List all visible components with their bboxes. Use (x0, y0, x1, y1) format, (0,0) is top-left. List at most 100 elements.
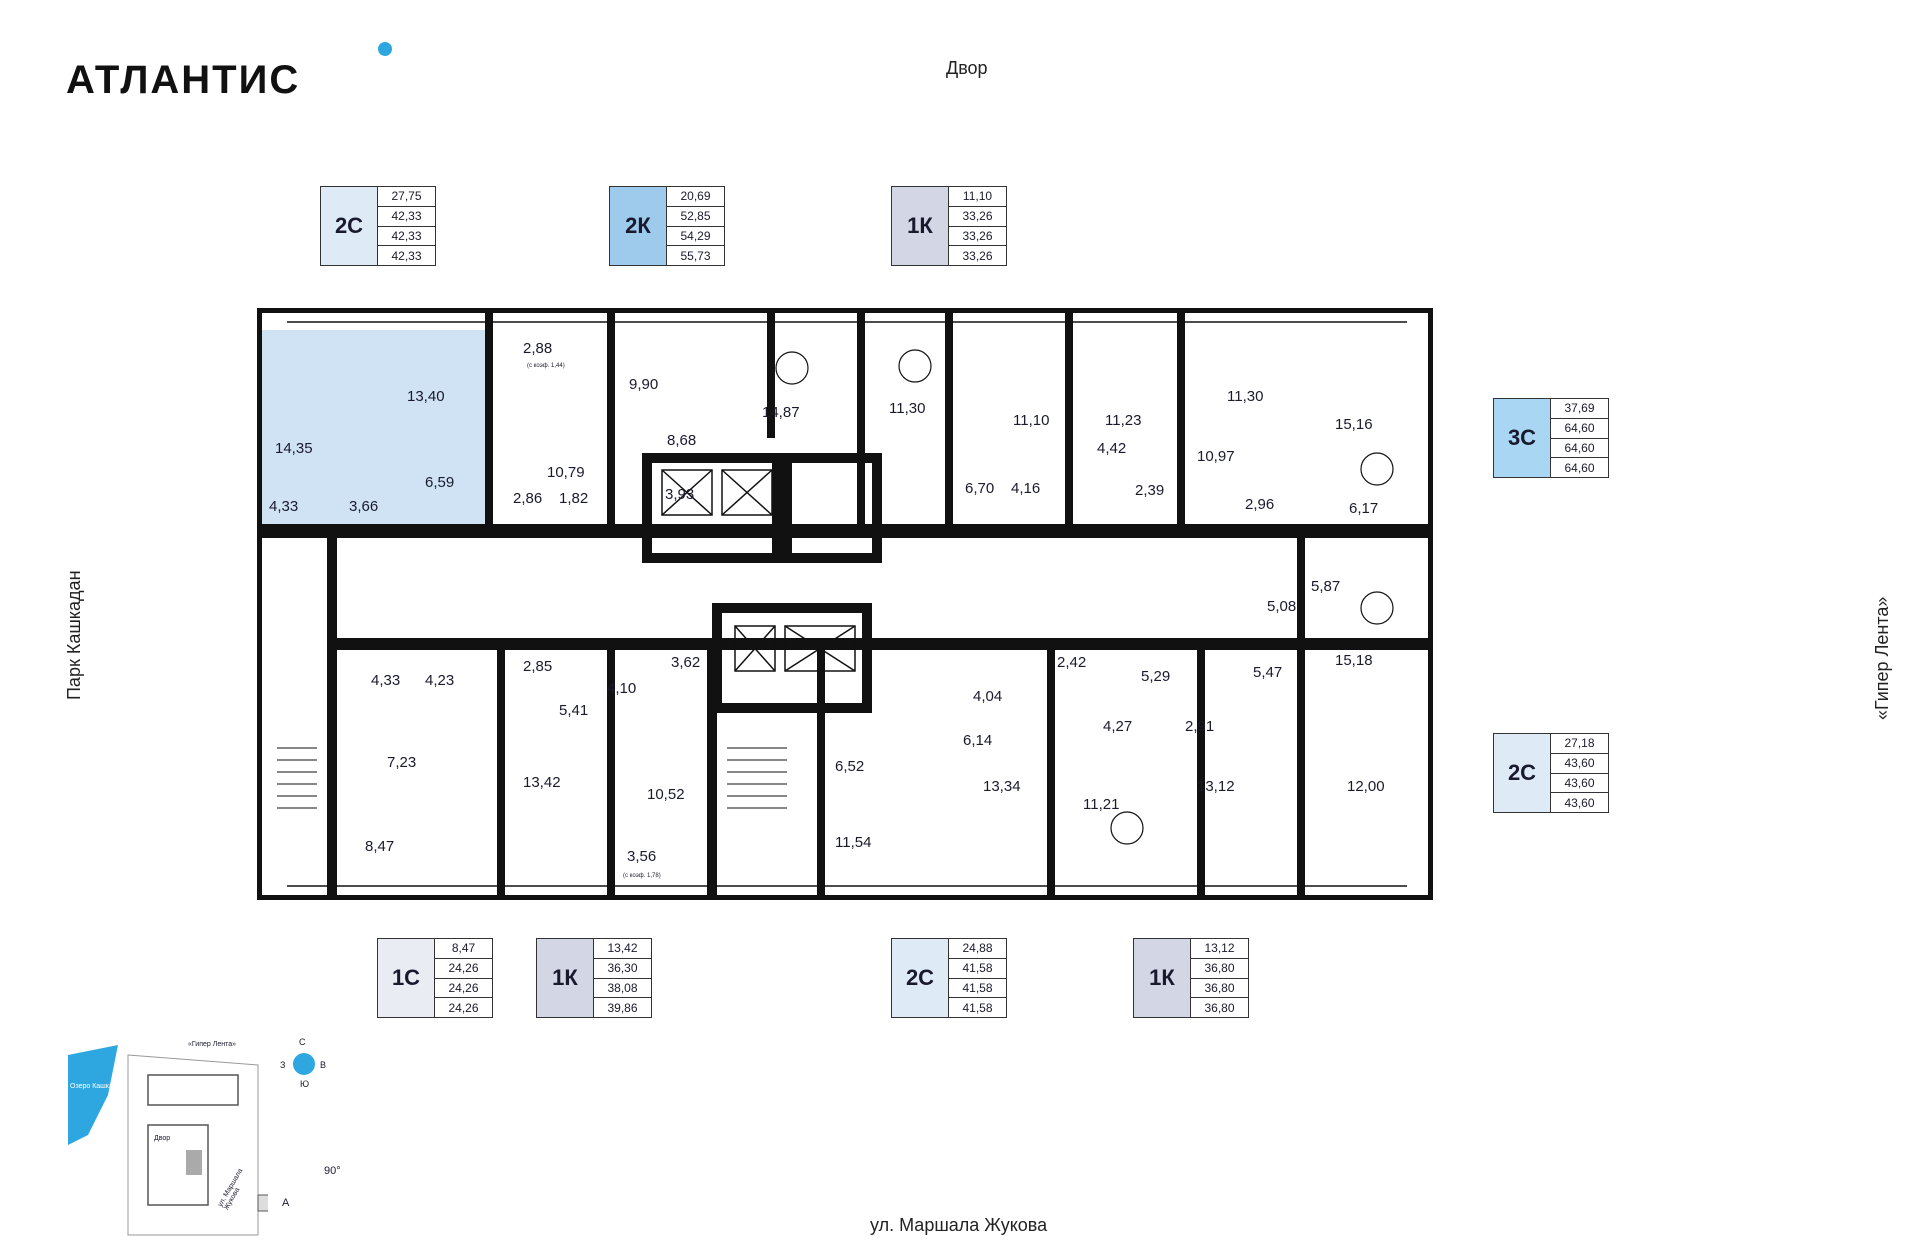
card-area: 55,73 (680, 248, 711, 263)
room-area: 3,93 (665, 486, 695, 503)
rotation-label: 90° (324, 1165, 341, 1177)
direction-right: «Гипер Лента» (1872, 596, 1892, 720)
card-type: 2К (610, 187, 667, 265)
room-area: 11,30 (1227, 388, 1264, 405)
room-area: 4,10 (607, 680, 637, 697)
room-area: 11,10 (1013, 412, 1050, 429)
card-type: 2С (892, 939, 949, 1017)
room-area: 3,62 (671, 654, 701, 671)
card-area: 42,33 (391, 248, 422, 263)
room-area: 9,90 (629, 376, 659, 393)
floor-plan: 14,35 13,40 6,59 4,33 3,66 2,88 (с коэф.… (252, 303, 1438, 905)
room-area: 3,56 (627, 848, 657, 865)
card-area: 52,85 (667, 207, 724, 227)
compass-n: С (299, 1037, 306, 1047)
minimap-lake-label: Озеро Кашкадан (70, 1083, 125, 1090)
room-area: 4,33 (371, 672, 401, 689)
card-area: 33,26 (949, 207, 1006, 227)
card-area: 42,33 (378, 207, 435, 227)
brand-logo: АТЛАНТИС (66, 58, 301, 102)
card-area: 36,80 (1191, 959, 1248, 979)
room-area: 7,23 (387, 754, 417, 771)
floor-plan-drawing (252, 303, 1438, 905)
room-area: 10,79 (547, 464, 585, 481)
compass-w: З (280, 1060, 286, 1070)
card-area: 43,60 (1551, 754, 1608, 774)
card-area: 42,33 (378, 227, 435, 247)
card-area: 27,18 (1551, 734, 1608, 754)
card-type: 2С (1494, 734, 1551, 812)
room-area: 11,54 (835, 834, 872, 851)
section-label: А (282, 1197, 290, 1209)
room-area: 8,47 (365, 838, 395, 855)
room-area: 4,16 (1011, 480, 1041, 497)
direction-top: Двор (946, 58, 988, 78)
card-type: 2С (321, 187, 378, 265)
card-area: 36,80 (1204, 1000, 1235, 1015)
room-area: 13,34 (983, 778, 1021, 795)
room-area: 2,88 (523, 340, 553, 357)
minimap-store-label: «Гипер Лента» (188, 1041, 236, 1048)
card-area: 36,30 (594, 959, 651, 979)
card-area: 33,26 (962, 248, 993, 263)
card-area: 41,58 (962, 1000, 993, 1015)
room-area: 13,40 (407, 388, 445, 405)
card-type: 1К (537, 939, 594, 1017)
room-area: 10,97 (1197, 448, 1235, 465)
room-area: 15,18 (1335, 652, 1373, 669)
room-area: 5,41 (559, 702, 589, 719)
room-area: 15,16 (1335, 416, 1373, 433)
card-area: 13,42 (594, 939, 651, 959)
card-area: 64,60 (1551, 439, 1608, 459)
coef-note: (с коэф. 1,44) (527, 363, 565, 369)
room-area: 6,52 (835, 758, 865, 775)
compass-s: Ю (300, 1079, 310, 1089)
card-type: 3С (1494, 399, 1551, 477)
room-area: 4,23 (425, 672, 455, 689)
card-area: 24,26 (448, 1000, 479, 1015)
room-area: 5,08 (1267, 598, 1297, 615)
card-area: 24,26 (435, 959, 492, 979)
direction-left: Парк Кашкадан (64, 570, 84, 700)
room-area: 11,23 (1105, 412, 1142, 429)
card-area: 33,26 (949, 227, 1006, 247)
room-area: 13,12 (1197, 778, 1235, 795)
room-area: 13,42 (523, 774, 561, 791)
room-area: 2,86 (513, 490, 543, 507)
card-area: 20,69 (667, 187, 724, 207)
card-area: 64,60 (1551, 419, 1608, 439)
site-minimap: Озеро Кашкадан «Гипер Лента» Двор ул. Ма… (68, 1035, 341, 1245)
card-area: 43,60 (1551, 774, 1608, 794)
room-area: 8,68 (667, 432, 697, 449)
card-area: 27,75 (378, 187, 435, 207)
room-area: 6,17 (1349, 500, 1379, 517)
logo-dot-icon (378, 42, 392, 56)
card-type: 1К (1134, 939, 1191, 1017)
room-area: 6,70 (965, 480, 995, 497)
room-area: 4,27 (1103, 718, 1133, 735)
room-area: 2,91 (1185, 718, 1215, 735)
card-area: 41,58 (949, 979, 1006, 999)
lake-shape (68, 1045, 118, 1145)
room-area: 2,96 (1245, 496, 1275, 513)
room-area: 10,52 (647, 786, 685, 803)
room-area: 5,47 (1253, 664, 1283, 681)
card-area: 36,80 (1191, 979, 1248, 999)
direction-bottom: ул. Маршала Жукова (870, 1215, 1048, 1235)
card-area: 24,88 (949, 939, 1006, 959)
card-area: 54,29 (667, 227, 724, 247)
compass-e: В (320, 1060, 327, 1070)
card-type: 1С (378, 939, 435, 1017)
card-area: 39,86 (607, 1000, 638, 1015)
room-area: 3,66 (349, 498, 379, 515)
room-area: 2,39 (1135, 482, 1165, 499)
